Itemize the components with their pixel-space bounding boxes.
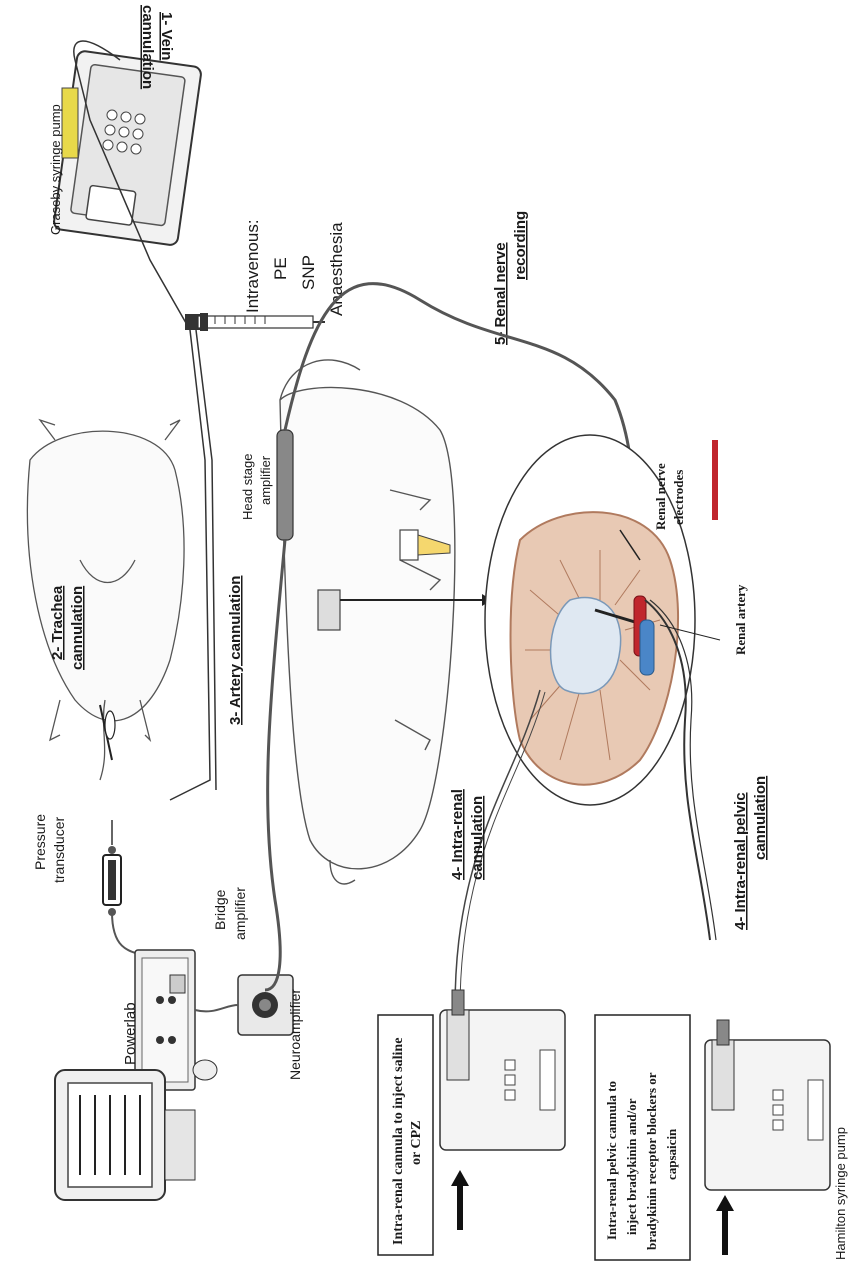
bridge-amplifier-label-2: amplifier: [232, 887, 248, 940]
hamilton-label: Hamilton syringe pump: [833, 1127, 848, 1260]
vein-cannulation-label-1: 1- Vein: [158, 12, 175, 60]
hamilton-pump-1-icon: [440, 990, 565, 1150]
electrode-scale-bar: [712, 440, 718, 520]
intra-renal-pelvic-label-1: 4- Intra-renal pelvic: [732, 792, 749, 930]
renal-artery-label: Renal artery: [733, 584, 748, 655]
box2-line4: capsaicin: [664, 1128, 679, 1180]
renal-nerve-electrodes-label-1: Renal nerve: [653, 463, 668, 530]
renal-nerve-electrodes-label-2: electrodes: [671, 470, 686, 525]
head-stage-label-2: amplifier: [258, 455, 273, 505]
box1-line2: or CPZ: [409, 1121, 424, 1165]
hamilton-pump-2-icon: [705, 1020, 830, 1190]
head-stage-amplifier-icon: [277, 430, 293, 540]
renal-vein-vessel: [640, 620, 654, 675]
box2-line1: Intra-renal pelvic cannula to: [604, 1081, 619, 1240]
powerlab-label: Powerlab: [122, 1002, 139, 1065]
bridge-amplifier-label-1: Bridge: [212, 889, 228, 930]
box2-line2: inject bradykinin and/or: [624, 1098, 639, 1235]
renal-nerve-recording-label-1: 5- Renal nerve: [492, 242, 509, 345]
intravenous-snp: SNP: [299, 255, 318, 290]
graseby-label: Graseby syringe pump: [48, 104, 63, 235]
box2-line3: bradykinin receptor blockers or: [644, 1072, 659, 1250]
intra-renal-label-1: 4- Intra-renal: [449, 789, 466, 880]
head-stage-label-1: Head stage: [240, 454, 255, 521]
intravenous-pe: PE: [271, 257, 290, 280]
trachea-label-2: cannulation: [69, 586, 86, 670]
box1-line1: Intra-renal cannula to inject saline: [391, 1038, 406, 1245]
pressure-transducer-icon: [103, 820, 121, 916]
intra-renal-label-2: cannulation: [469, 796, 486, 880]
intra-renal-pelvic-label-2: cannulation: [752, 776, 769, 860]
pressure-transducer-label-1: Pressure: [32, 814, 48, 870]
neuroamplifier-icon: [238, 975, 293, 1035]
tracheal-cannula-icon: [100, 705, 115, 760]
renal-nerve-recording-label-2: recording: [512, 211, 529, 280]
trachea-label-1: 2- Trachea: [49, 585, 66, 660]
artery-cannulation-label: 3- Artery cannulation: [227, 576, 244, 725]
vein-cannulation-label-2: cannulation: [139, 5, 156, 89]
neuroamplifier-label: Neuroamplifier: [287, 989, 303, 1080]
kidney-window-icon: [318, 590, 340, 630]
intravenous-title: Intravenous:: [243, 219, 262, 313]
rat-side-icon: [280, 360, 455, 884]
iv-syringe-icon: [198, 313, 325, 331]
pressure-transducer-label-2: transducer: [51, 817, 67, 883]
graseby-pump-icon: [53, 50, 202, 246]
